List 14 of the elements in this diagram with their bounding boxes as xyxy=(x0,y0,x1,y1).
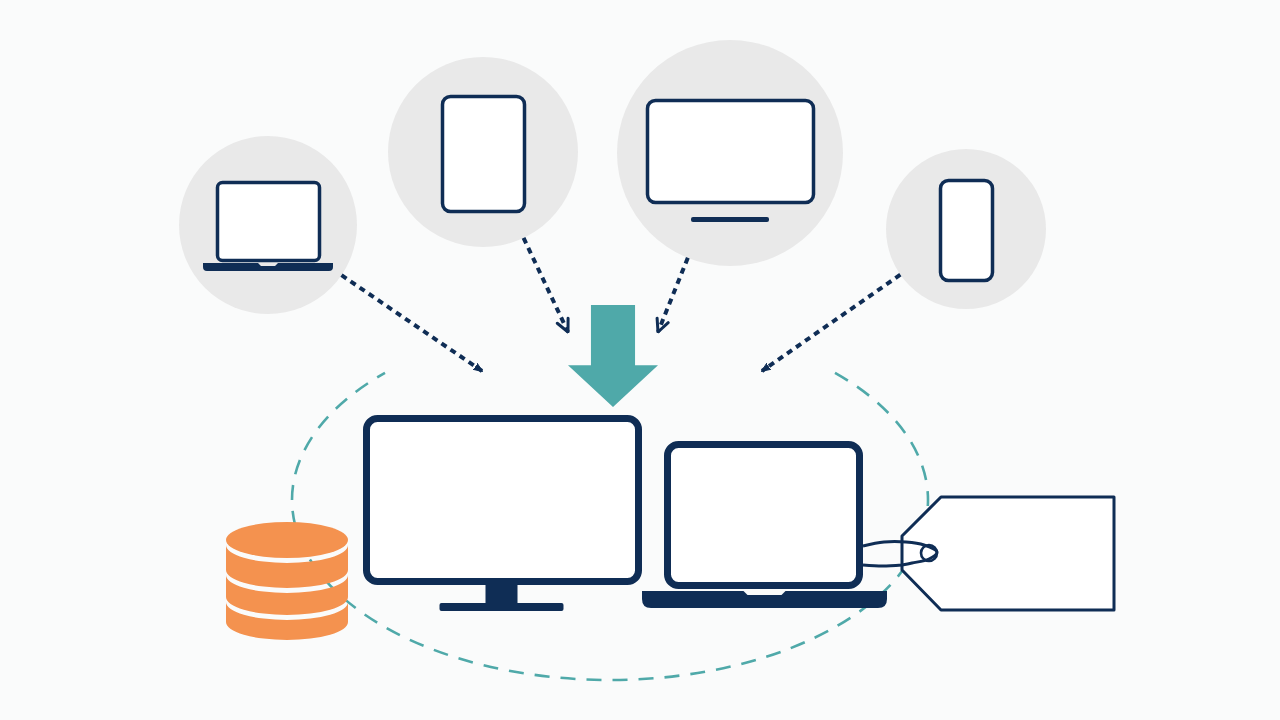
tablet-circle-icon xyxy=(388,57,578,247)
monitor-circle-icon xyxy=(617,40,843,266)
phone-circle-icon xyxy=(886,149,1046,309)
database-icon xyxy=(226,522,348,640)
laptop-circle-icon xyxy=(179,136,357,314)
dotted-arrow xyxy=(760,273,902,373)
tag-string xyxy=(861,540,939,568)
laptop-icon xyxy=(642,441,887,608)
dotted-arrow xyxy=(521,237,570,334)
desktop-monitor-icon xyxy=(363,415,642,611)
down-block-arrow xyxy=(568,305,658,407)
dotted-arrow xyxy=(655,257,690,334)
dotted-arrow xyxy=(340,273,484,373)
tag-icon xyxy=(900,495,1116,612)
